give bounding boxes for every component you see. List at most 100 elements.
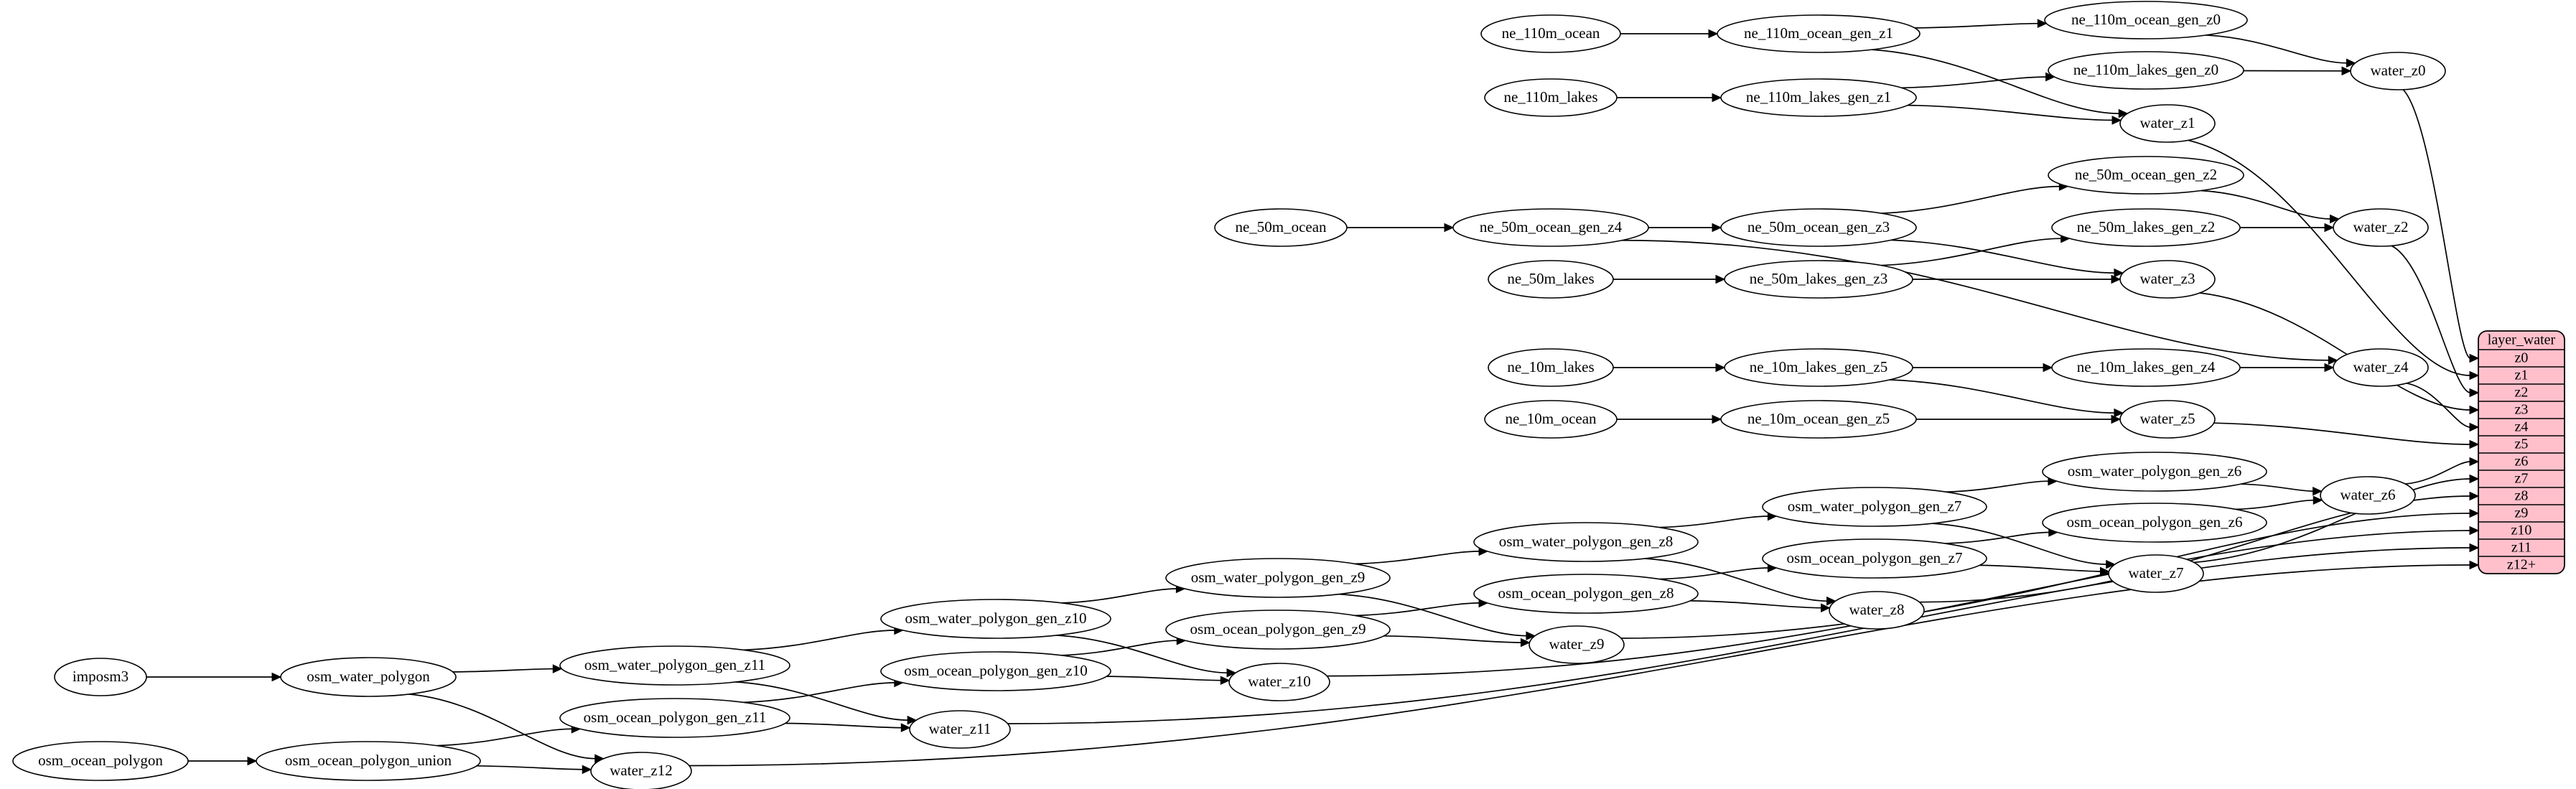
node-shape xyxy=(256,741,481,781)
node-ne_10m_ocean_gen_z5[interactable]: ne_10m_ocean_gen_z5 xyxy=(1720,400,1917,439)
edge-arrowhead xyxy=(2111,414,2122,424)
edge-arrowhead xyxy=(1220,676,1231,685)
node-water_z0[interactable]: water_z0 xyxy=(2350,52,2446,90)
node-water_z11[interactable]: water_z11 xyxy=(909,710,1011,749)
node-water_z1[interactable]: water_z1 xyxy=(2119,104,2216,143)
node-ne_10m_lakes_gen_z5[interactable]: ne_10m_lakes_gen_z5 xyxy=(1724,348,1913,387)
node-ne_50m_ocean_gen_z4[interactable]: ne_50m_ocean_gen_z4 xyxy=(1452,208,1649,247)
node-osm_ocean_polygon_gen_z7[interactable]: osm_ocean_polygon_gen_z7 xyxy=(1762,538,1987,579)
node-ne_50m_lakes[interactable]: ne_50m_lakes xyxy=(1488,260,1614,299)
edge-ne_50m_ocean_gen_z2-to-water_z2 xyxy=(2201,190,2331,220)
node-ne_110m_lakes_gen_z0[interactable]: ne_110m_lakes_gen_z0 xyxy=(2048,51,2244,90)
node-shape xyxy=(2119,260,2216,299)
record-row-label: z10 xyxy=(2511,523,2532,538)
node-osm_ocean_polygon_gen_z11[interactable]: osm_ocean_polygon_gen_z11 xyxy=(559,698,790,738)
record-row-label: z2 xyxy=(2515,385,2529,401)
node-water_z8[interactable]: water_z8 xyxy=(1829,591,1925,630)
edge-osm_water_polygon_gen_z8-to-osm_water_polygon_gen_z7 xyxy=(1659,515,1769,528)
node-osm_ocean_polygon_gen_z10[interactable]: osm_ocean_polygon_gen_z10 xyxy=(880,651,1111,691)
node-osm_water_polygon_gen_z10[interactable]: osm_water_polygon_gen_z10 xyxy=(880,599,1111,639)
node-shape xyxy=(2048,51,2244,90)
node-water_z9[interactable]: water_z9 xyxy=(1529,625,1625,664)
node-shape xyxy=(559,645,790,686)
node-osm_water_polygon[interactable]: osm_water_polygon xyxy=(280,657,457,697)
node-shape xyxy=(2119,400,2216,439)
node-ne_50m_ocean_gen_z3[interactable]: ne_50m_ocean_gen_z3 xyxy=(1720,208,1917,247)
node-label: osm_ocean_polygon_gen_z8 xyxy=(1498,584,1674,602)
node-label: osm_ocean_polygon_gen_z11 xyxy=(584,709,767,726)
edge-ne_110m_ocean_gen_z0-to-water_z0 xyxy=(2206,34,2348,64)
node-water_z10[interactable]: water_z10 xyxy=(1228,663,1330,701)
node-osm_ocean_polygon_gen_z9[interactable]: osm_ocean_polygon_gen_z9 xyxy=(1165,610,1391,650)
edge-arrowhead xyxy=(2313,495,2323,505)
node-ne_50m_lakes_gen_z2[interactable]: ne_50m_lakes_gen_z2 xyxy=(2051,208,2241,247)
node-label: ne_110m_ocean_gen_z0 xyxy=(2071,11,2221,28)
edge-arrowhead xyxy=(2469,543,2480,553)
node-ne_50m_lakes_gen_z3[interactable]: ne_50m_lakes_gen_z3 xyxy=(1724,260,1913,299)
node-osm_water_polygon_gen_z9[interactable]: osm_water_polygon_gen_z9 xyxy=(1165,558,1391,598)
node-shape xyxy=(2108,554,2204,593)
node-osm_water_polygon_gen_z6[interactable]: osm_water_polygon_gen_z6 xyxy=(2042,452,2267,492)
edge-osm_water_polygon_gen_z7-to-osm_water_polygon_gen_z6 xyxy=(1946,480,2049,493)
node-osm_water_polygon_gen_z11[interactable]: osm_water_polygon_gen_z11 xyxy=(559,645,790,686)
node-ne_110m_ocean[interactable]: ne_110m_ocean xyxy=(1480,14,1621,53)
node-shape xyxy=(1484,78,1618,117)
node-ne_110m_ocean_gen_z1[interactable]: ne_110m_ocean_gen_z1 xyxy=(1717,14,1921,53)
edge-ne_110m_lakes_gen_z1-to-ne_110m_lakes_gen_z0 xyxy=(1901,76,2047,89)
edge-ne_50m_ocean_gen_z3-to-ne_50m_ocean_gen_z2 xyxy=(1881,185,2061,214)
node-osm_water_polygon_gen_z7[interactable]: osm_water_polygon_gen_z7 xyxy=(1762,487,1987,527)
record-node-layer-water[interactable]: layer_waterz0z1z2z3z4z5z6z7z8z9z10z11z12… xyxy=(2478,330,2565,574)
edge-arrowhead xyxy=(1708,29,1719,39)
edge-arrowhead xyxy=(2469,526,2480,536)
node-osm_water_polygon_gen_z8[interactable]: osm_water_polygon_gen_z8 xyxy=(1473,522,1699,562)
node-shape xyxy=(1720,400,1917,439)
node-ne_110m_ocean_gen_z0[interactable]: ne_110m_ocean_gen_z0 xyxy=(2044,1,2248,39)
node-osm_ocean_polygon_gen_z8[interactable]: osm_ocean_polygon_gen_z8 xyxy=(1473,574,1699,614)
edge-osm_water_polygon-to-water_z12 xyxy=(409,694,596,760)
node-label: ne_50m_ocean_gen_z4 xyxy=(1480,218,1623,235)
node-ne_50m_ocean_gen_z2[interactable]: ne_50m_ocean_gen_z2 xyxy=(2048,156,2244,195)
node-water_z2[interactable]: water_z2 xyxy=(2333,208,2429,247)
edge-water_z6-to-layer_water-z6 xyxy=(2405,461,2471,485)
node-water_z3[interactable]: water_z3 xyxy=(2119,260,2216,299)
node-water_z7[interactable]: water_z7 xyxy=(2108,554,2204,593)
node-ne_10m_ocean[interactable]: ne_10m_ocean xyxy=(1484,400,1618,439)
node-shape xyxy=(12,741,189,781)
node-osm_ocean_polygon_gen_z6[interactable]: osm_ocean_polygon_gen_z6 xyxy=(2042,503,2267,543)
node-label: ne_10m_lakes xyxy=(1507,358,1594,375)
edge-osm_ocean_polygon_gen_z6-to-water_z6 xyxy=(2236,499,2315,510)
node-shape xyxy=(1480,14,1621,53)
node-ne_10m_lakes[interactable]: ne_10m_lakes xyxy=(1488,348,1614,387)
node-shape xyxy=(559,698,790,738)
edge-osm_ocean_polygon_gen_z11-to-osm_ocean_polygon_gen_z10 xyxy=(743,682,895,704)
edge-arrowhead xyxy=(1226,668,1237,678)
edge-arrowhead xyxy=(2037,19,2048,28)
node-ne_110m_lakes[interactable]: ne_110m_lakes xyxy=(1484,78,1618,117)
node-label: ne_10m_ocean_gen_z5 xyxy=(1747,410,1890,427)
node-label: osm_water_polygon_gen_z9 xyxy=(1191,569,1366,586)
node-label: ne_110m_lakes xyxy=(1503,88,1597,106)
node-imposm3[interactable]: imposm3 xyxy=(54,658,147,696)
node-ne_10m_lakes_gen_z4[interactable]: ne_10m_lakes_gen_z4 xyxy=(2051,348,2241,387)
node-label: osm_water_polygon_gen_z7 xyxy=(1788,498,1962,515)
record-row-label: z1 xyxy=(2515,368,2529,383)
edge-arrowhead xyxy=(2469,370,2480,381)
node-osm_ocean_polygon[interactable]: osm_ocean_polygon xyxy=(12,741,189,781)
node-ne_50m_ocean[interactable]: ne_50m_ocean xyxy=(1214,208,1348,247)
node-water_z5[interactable]: water_z5 xyxy=(2119,400,2216,439)
node-label: water_z10 xyxy=(1248,673,1310,690)
node-shape xyxy=(2042,503,2267,543)
node-shape xyxy=(909,710,1011,749)
node-water_z4[interactable]: water_z4 xyxy=(2333,348,2429,387)
edge-arrowhead xyxy=(2313,486,2323,496)
record-header-label: layer_water xyxy=(2488,332,2556,348)
node-osm_ocean_polygon_union[interactable]: osm_ocean_polygon_union xyxy=(256,741,481,781)
node-water_z12[interactable]: water_z12 xyxy=(590,752,692,789)
node-label: ne_50m_ocean_gen_z2 xyxy=(2075,166,2217,183)
edge-ne_50m_ocean_gen_z3-to-water_z3 xyxy=(1891,239,2115,274)
node-water_z6[interactable]: water_z6 xyxy=(2320,476,2416,515)
node-label: water_z5 xyxy=(2140,410,2195,427)
node-ne_110m_lakes_gen_z1[interactable]: ne_110m_lakes_gen_z1 xyxy=(1720,78,1917,117)
record-node-layer: layer_waterz0z1z2z3z4z5z6z7z8z9z10z11z12… xyxy=(2478,330,2565,574)
